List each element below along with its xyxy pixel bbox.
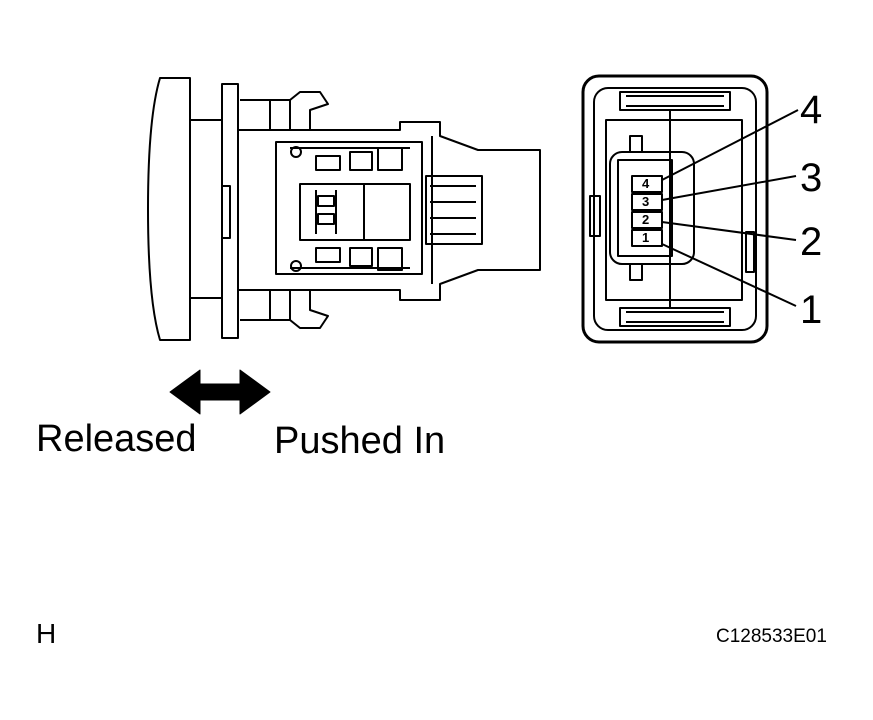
pin-cavity bbox=[609, 151, 695, 265]
released-label: Released bbox=[36, 418, 197, 460]
pin-slot-1 bbox=[631, 229, 663, 247]
leader-line-4 bbox=[661, 109, 799, 181]
bottom-latch bbox=[619, 307, 731, 327]
central-slider bbox=[299, 183, 411, 241]
pin-callout-1: 1 bbox=[800, 288, 823, 332]
pin-callout-4: 4 bbox=[800, 88, 823, 132]
connector-front-view bbox=[581, 74, 799, 344]
figure-code: C128533E01 bbox=[716, 626, 827, 647]
knob-neck bbox=[189, 119, 223, 299]
connector-pin-label-3: 3 bbox=[642, 194, 650, 209]
connector-pin-label-4: 4 bbox=[642, 176, 650, 191]
connector-body bbox=[605, 119, 743, 301]
connector-pin-label-2: 2 bbox=[642, 212, 650, 227]
top-latch bbox=[619, 91, 731, 111]
leader-line-1 bbox=[661, 243, 797, 307]
top-clip bbox=[240, 91, 329, 130]
terminal-pins bbox=[425, 175, 483, 245]
rivet-bottom bbox=[290, 260, 302, 272]
corner-letter: H bbox=[36, 618, 57, 649]
pin-slot-4 bbox=[631, 175, 663, 193]
leader-line-3 bbox=[661, 175, 797, 201]
pin-callout-2: 2 bbox=[800, 220, 823, 264]
pin-slot-2 bbox=[631, 211, 663, 229]
connector-pin-label-1: 1 bbox=[642, 230, 650, 245]
leader-line-2 bbox=[661, 221, 797, 241]
push-switch-side-view bbox=[147, 77, 541, 341]
push-knob bbox=[147, 77, 191, 341]
rivet-top bbox=[290, 146, 302, 158]
switch-housing bbox=[238, 121, 541, 301]
pin-callout-3: 3 bbox=[800, 156, 823, 200]
connector-inner-frame bbox=[593, 87, 757, 331]
released-pushed-double-arrow bbox=[169, 369, 271, 415]
connector-outer-frame bbox=[581, 74, 769, 344]
bottom-clip bbox=[240, 290, 329, 329]
pin-slot-3 bbox=[631, 193, 663, 211]
pushed-in-label: Pushed In bbox=[274, 420, 446, 462]
